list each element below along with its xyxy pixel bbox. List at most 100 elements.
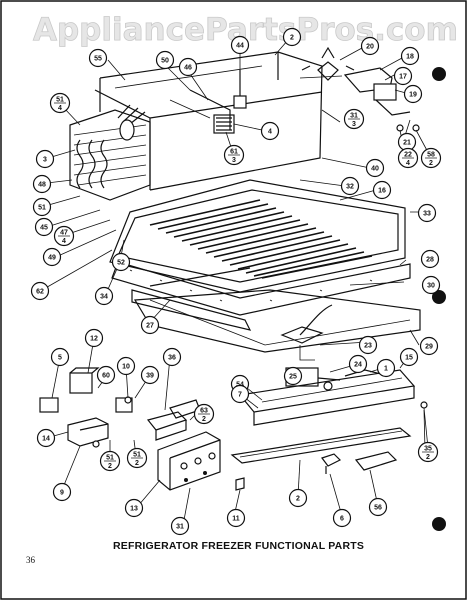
callout-46: 46 — [178, 57, 198, 77]
callout-number: 51 — [106, 455, 114, 462]
callout-number: 13 — [130, 506, 138, 513]
callout-number: 46 — [184, 65, 192, 72]
callout-number: 50 — [161, 58, 169, 65]
callout-30: 30 — [421, 275, 441, 295]
callout-number: 24 — [354, 362, 362, 369]
callout-number: 4 — [406, 160, 410, 167]
callout-23: 23 — [358, 335, 378, 355]
callout-number: 15 — [405, 355, 413, 362]
callout-17: 17 — [393, 66, 413, 86]
callout-29: 29 — [419, 336, 439, 356]
callout-number: 51 — [38, 205, 46, 212]
callout-18: 18 — [400, 46, 420, 66]
callout-number: 36 — [168, 355, 176, 362]
callout-52: 52 — [111, 252, 131, 272]
grille-shelf-drawing — [109, 179, 421, 353]
callout-35: 352 — [417, 441, 439, 463]
callout-number: 3 — [232, 157, 236, 164]
callout-33: 33 — [417, 203, 437, 223]
callout-number: 48 — [38, 182, 46, 189]
callout-7: 7 — [230, 384, 250, 404]
callout-31b: 31 — [170, 516, 190, 536]
callout-number: 12 — [90, 336, 98, 343]
callout-number: 51 — [56, 97, 64, 104]
callout-50: 50 — [155, 50, 175, 70]
callout-number: 45 — [40, 225, 48, 232]
callout-11: 11 — [226, 508, 246, 528]
callout-number: 18 — [406, 54, 414, 61]
callout-4: 4 — [260, 121, 280, 141]
callout-58: 582 — [420, 147, 442, 169]
callout-number: 2 — [429, 160, 433, 167]
callout-2: 2 — [282, 27, 302, 47]
callout-number: 2 — [135, 460, 139, 467]
callout-number: 2 — [202, 416, 206, 423]
callout-63: 632 — [193, 403, 215, 425]
callout-number: 39 — [146, 373, 154, 380]
callout-number: 2 — [108, 463, 112, 470]
callout-47: 474 — [53, 225, 75, 247]
watermark: AppliancePartsPros.com — [33, 12, 458, 48]
binder-hole-middle — [432, 290, 446, 304]
callout-number: 16 — [378, 188, 386, 195]
leader-lines — [41, 39, 431, 521]
callout-number: 10 — [122, 364, 130, 371]
callout-number: 62 — [36, 289, 44, 296]
callout-44: 44 — [230, 35, 250, 55]
callout-31: 313 — [343, 108, 365, 130]
callout-number: 21 — [403, 140, 411, 147]
callout-number: 6 — [340, 516, 344, 523]
callout-51d: 512 — [126, 447, 148, 469]
callout-12: 12 — [84, 328, 104, 348]
callout-3: 3 — [35, 149, 55, 169]
callout-number: 20 — [366, 44, 374, 51]
callout-number: 31 — [176, 524, 184, 531]
callout-number: 9 — [60, 490, 64, 497]
callout-15: 15 — [399, 347, 419, 367]
callout-2b: 2 — [288, 488, 308, 508]
callout-number: 55 — [94, 56, 102, 63]
callout-number: 44 — [236, 43, 244, 50]
binder-hole-top — [432, 67, 446, 81]
callout-number: 4 — [62, 238, 66, 245]
callout-13: 13 — [124, 498, 144, 518]
callout-36: 36 — [162, 347, 182, 367]
callout-number: 2 — [290, 35, 294, 42]
callout-number: 61 — [230, 149, 238, 156]
callout-10: 10 — [116, 356, 136, 376]
callout-number: 34 — [100, 294, 108, 301]
callout-number: 19 — [409, 92, 417, 99]
callout-number: 23 — [364, 343, 372, 350]
callout-number: 35 — [424, 446, 432, 453]
callout-5: 5 — [50, 347, 70, 367]
callout-32: 32 — [340, 176, 360, 196]
callout-45: 45 — [34, 217, 54, 237]
callout-1: 1 — [376, 358, 396, 378]
binder-hole-bottom — [432, 517, 446, 531]
callout-21: 21 — [397, 132, 417, 152]
callout-51b: 51 — [32, 197, 52, 217]
callout-34: 34 — [94, 286, 114, 306]
callout-number: 33 — [423, 211, 431, 218]
callout-number: 40 — [371, 166, 379, 173]
callout-56: 56 — [368, 497, 388, 517]
callout-number: 2 — [426, 454, 430, 461]
callout-55: 55 — [88, 48, 108, 68]
callout-22: 224 — [397, 147, 419, 169]
callout-number: 47 — [60, 230, 68, 237]
callout-49: 49 — [42, 247, 62, 267]
callout-number: 30 — [427, 283, 435, 290]
callout-number: 25 — [289, 374, 297, 381]
callout-51c: 512 — [99, 450, 121, 472]
callout-51a: 514 — [49, 92, 71, 114]
callout-number: 56 — [374, 505, 382, 512]
callout-28: 28 — [420, 249, 440, 269]
callout-number: 1 — [384, 366, 388, 373]
callout-60: 60 — [96, 365, 116, 385]
callout-61: 613 — [223, 144, 245, 166]
callout-16: 16 — [372, 180, 392, 200]
callout-number: 4 — [58, 105, 62, 112]
callout-20: 20 — [360, 36, 380, 56]
callout-6: 6 — [332, 508, 352, 528]
